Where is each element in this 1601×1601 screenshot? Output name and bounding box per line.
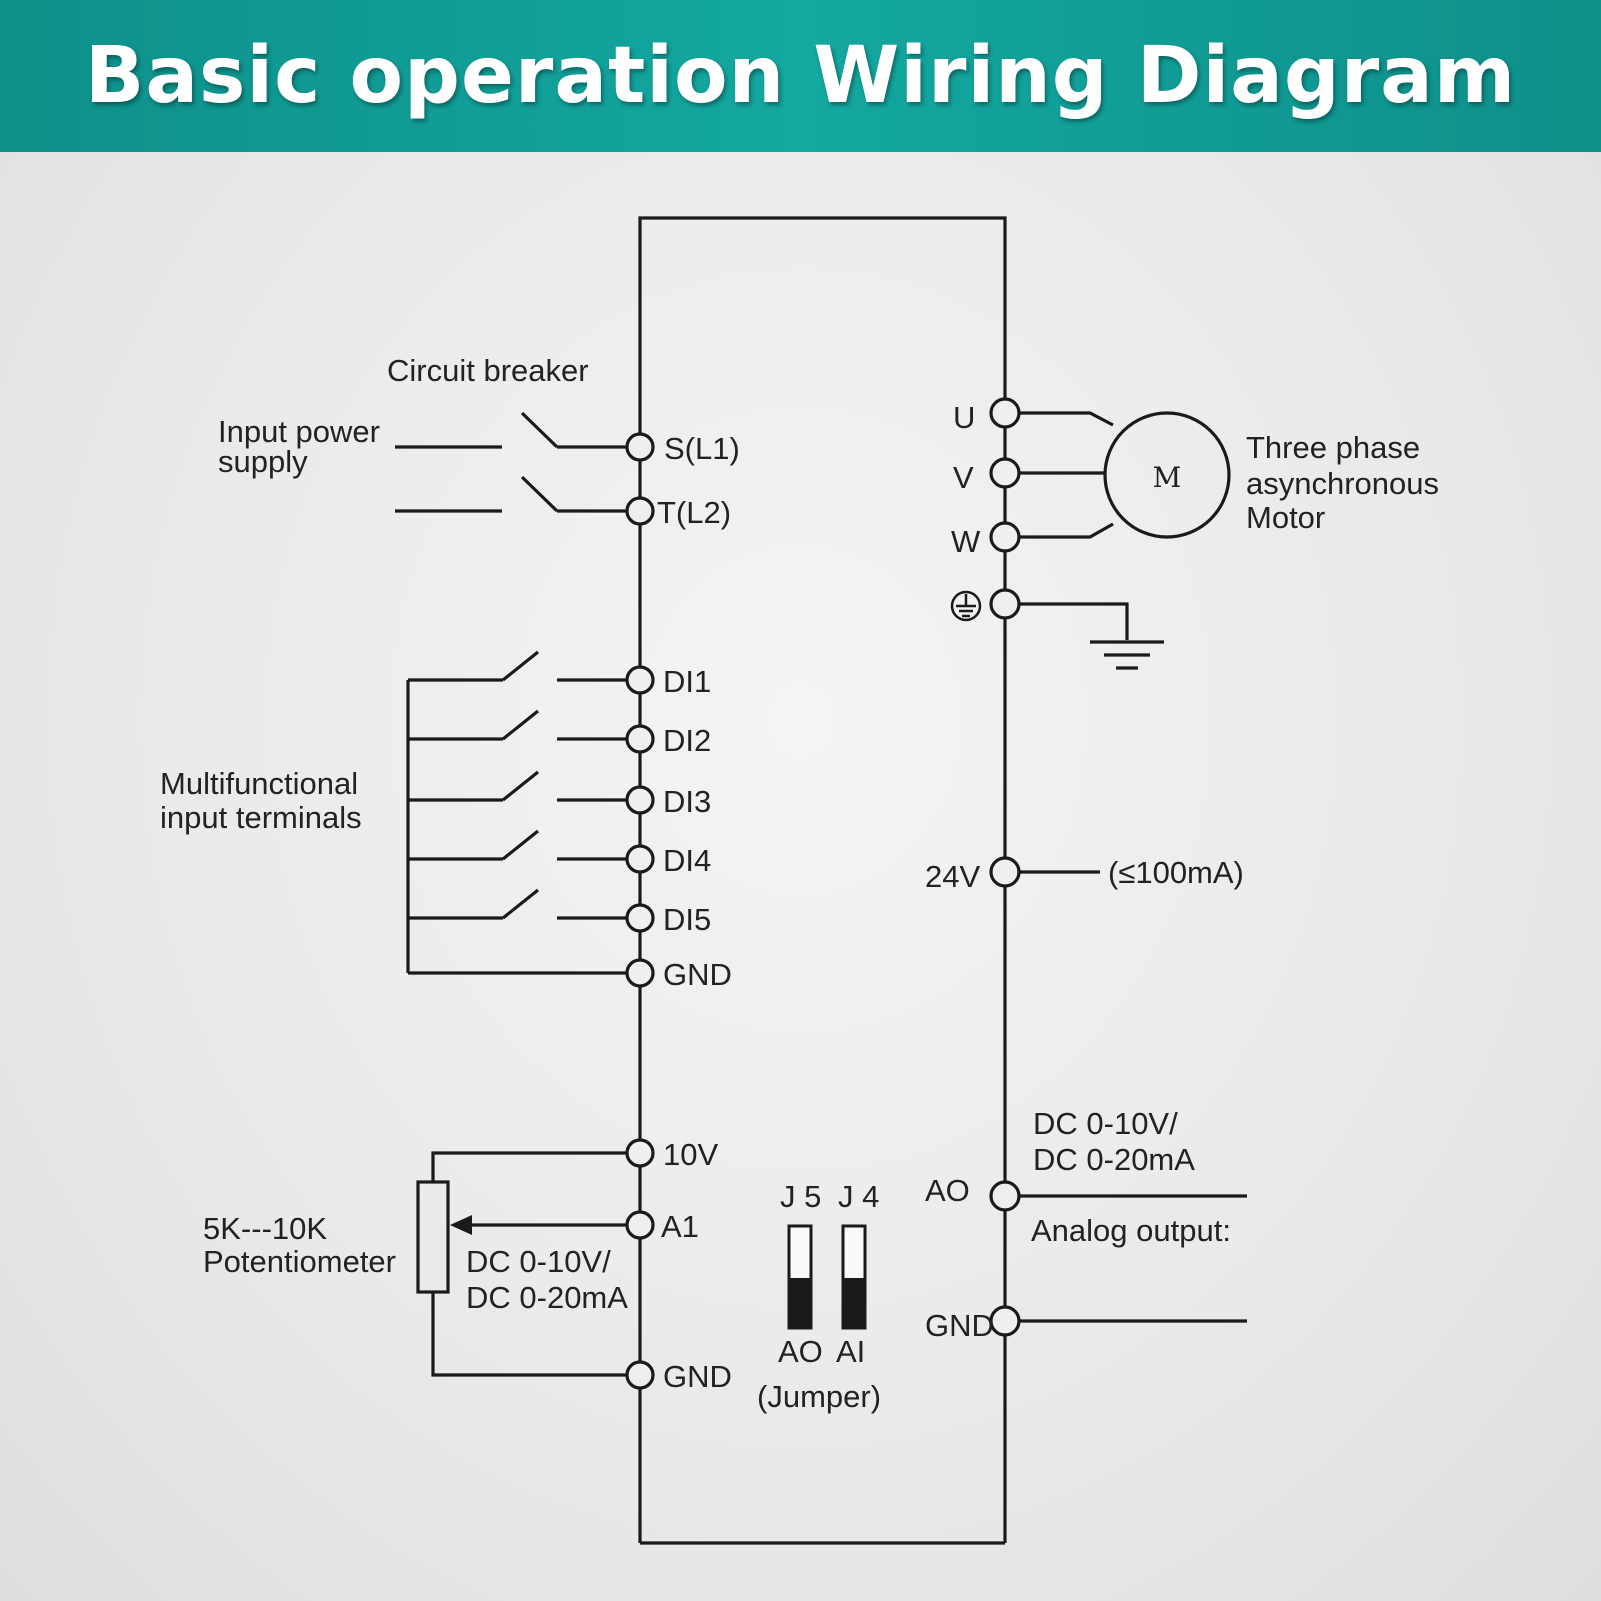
di2-label: DI2 [663, 723, 711, 758]
potentiometer-label-1: 5K---10K [203, 1211, 327, 1246]
terminal-w [989, 521, 1021, 553]
terminal-di4 [625, 844, 655, 874]
ground-wiring [1018, 602, 1164, 670]
terminal-di1 [625, 665, 655, 695]
di1-label: DI1 [663, 664, 711, 699]
circuit-breaker [395, 411, 627, 513]
analog-output-label: Analog output: [1031, 1213, 1231, 1248]
circuit-breaker-label: Circuit breaker [387, 353, 589, 388]
24v-current-label: (≤100mA) [1108, 855, 1244, 890]
u-label: U [953, 400, 975, 435]
j5-label: J 5 [780, 1179, 821, 1214]
input-power-label-1: Input power [218, 414, 380, 449]
gnd-out-label: GND [925, 1308, 994, 1343]
ao-range-label-2: DC 0-20mA [1033, 1142, 1195, 1177]
motor-symbol: M [1153, 461, 1182, 494]
terminal-s-l1 [625, 432, 655, 462]
motor-label-3: Motor [1246, 500, 1325, 535]
terminal-gnd-out [989, 1305, 1021, 1337]
terminal-u [989, 397, 1021, 429]
a1-range-label-2: DC 0-20mA [466, 1280, 628, 1315]
j4-label: J 4 [838, 1179, 879, 1214]
s-l1-label: S(L1) [664, 431, 740, 466]
terminal-gnd-inputs [625, 958, 655, 988]
terminal-24v [989, 856, 1021, 888]
page-title: Basic operation Wiring Diagram [84, 31, 1517, 121]
terminal-v [989, 457, 1021, 489]
potentiometer-label-2: Potentiometer [203, 1244, 396, 1279]
terminal-di3 [625, 785, 655, 815]
ground-icon [950, 590, 982, 622]
terminal-t-l2 [625, 496, 655, 526]
ao-range-label-1: DC 0-10V/ [1033, 1106, 1178, 1141]
multifunctional-label-2: input terminals [160, 800, 362, 835]
motor-wiring [1018, 411, 1114, 539]
terminal-di5 [625, 903, 655, 933]
jumpers [787, 1224, 867, 1330]
terminal-gnd-analog [625, 1360, 655, 1390]
terminal-di2 [625, 724, 655, 754]
v-label: V [953, 460, 974, 495]
terminal-pe [989, 588, 1021, 620]
motor-circle [1103, 411, 1231, 539]
jumper-ao-label: AO [778, 1334, 823, 1369]
terminal-10v [625, 1138, 655, 1168]
di5-label: DI5 [663, 902, 711, 937]
24v-label: 24V [925, 859, 980, 894]
w-label: W [951, 524, 981, 559]
jumper-label: (Jumper) [757, 1379, 881, 1414]
multifunctional-label-1: Multifunctional [160, 766, 358, 801]
input-power-label-2: supply [218, 444, 308, 479]
di4-label: DI4 [663, 843, 711, 878]
motor-label-2: asynchronous [1246, 466, 1439, 501]
a1-label: A1 [661, 1209, 699, 1244]
a1-range-label-1: DC 0-10V/ [466, 1244, 611, 1279]
10v-label: 10V [663, 1137, 718, 1172]
gnd-analog-label: GND [663, 1359, 732, 1394]
title-banner: Basic operation Wiring Diagram [0, 0, 1601, 152]
terminal-a1 [625, 1210, 655, 1240]
t-l2-label: T(L2) [657, 495, 731, 530]
ao-label: AO [925, 1173, 970, 1208]
jumper-ai-label: AI [836, 1334, 865, 1369]
terminal-ao [989, 1180, 1021, 1212]
gnd-inputs-label: GND [663, 957, 732, 992]
motor-label-1: Three phase [1246, 430, 1420, 465]
input-switches [406, 650, 627, 975]
potentiometer [416, 1151, 627, 1377]
di3-label: DI3 [663, 784, 711, 819]
